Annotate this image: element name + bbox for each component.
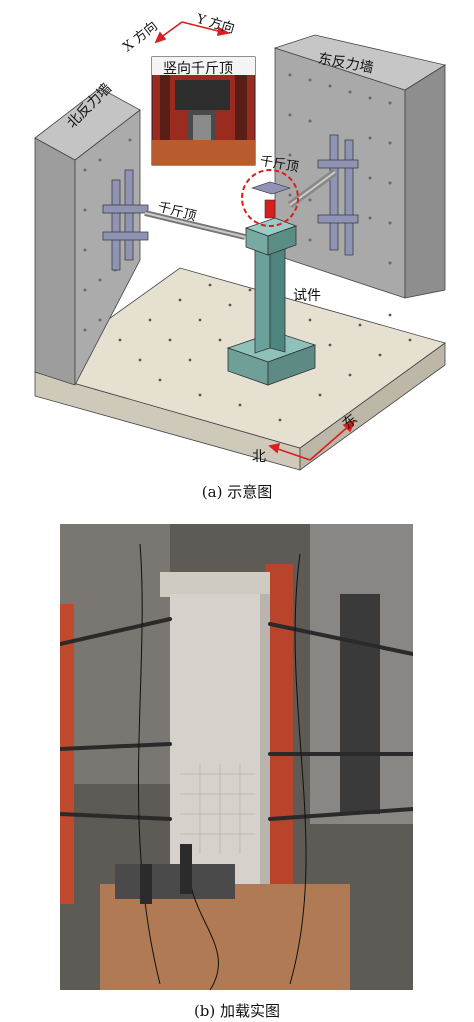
north-jack bbox=[144, 210, 246, 240]
vertical-jack-inset-photo bbox=[151, 56, 256, 166]
loading-photo-illustration bbox=[60, 524, 413, 990]
axis-arrows bbox=[154, 21, 356, 461]
caption-a: (a) 示意图 bbox=[201, 483, 273, 501]
specimen-column bbox=[244, 217, 298, 354]
north-reaction-frame bbox=[102, 169, 149, 271]
loading-photo bbox=[60, 524, 413, 990]
loading-plate bbox=[251, 181, 291, 195]
north-direction-label: 北 bbox=[252, 449, 266, 465]
specimen-label: 试件 bbox=[293, 288, 321, 304]
highlight-circle bbox=[241, 169, 299, 227]
north-wall-top bbox=[34, 87, 141, 161]
east-reaction-frame bbox=[317, 134, 359, 256]
schematic-diagram bbox=[34, 21, 447, 471]
east-wall-side bbox=[404, 64, 446, 299]
loading-head bbox=[264, 199, 276, 219]
caption-b: (b) 加载实图 bbox=[193, 1002, 281, 1020]
floor-holes bbox=[118, 283, 412, 422]
east-wall-top bbox=[273, 34, 447, 91]
vertical-jack-label: 竖向千斤顶 bbox=[163, 61, 233, 77]
north-wall-front bbox=[34, 137, 76, 386]
